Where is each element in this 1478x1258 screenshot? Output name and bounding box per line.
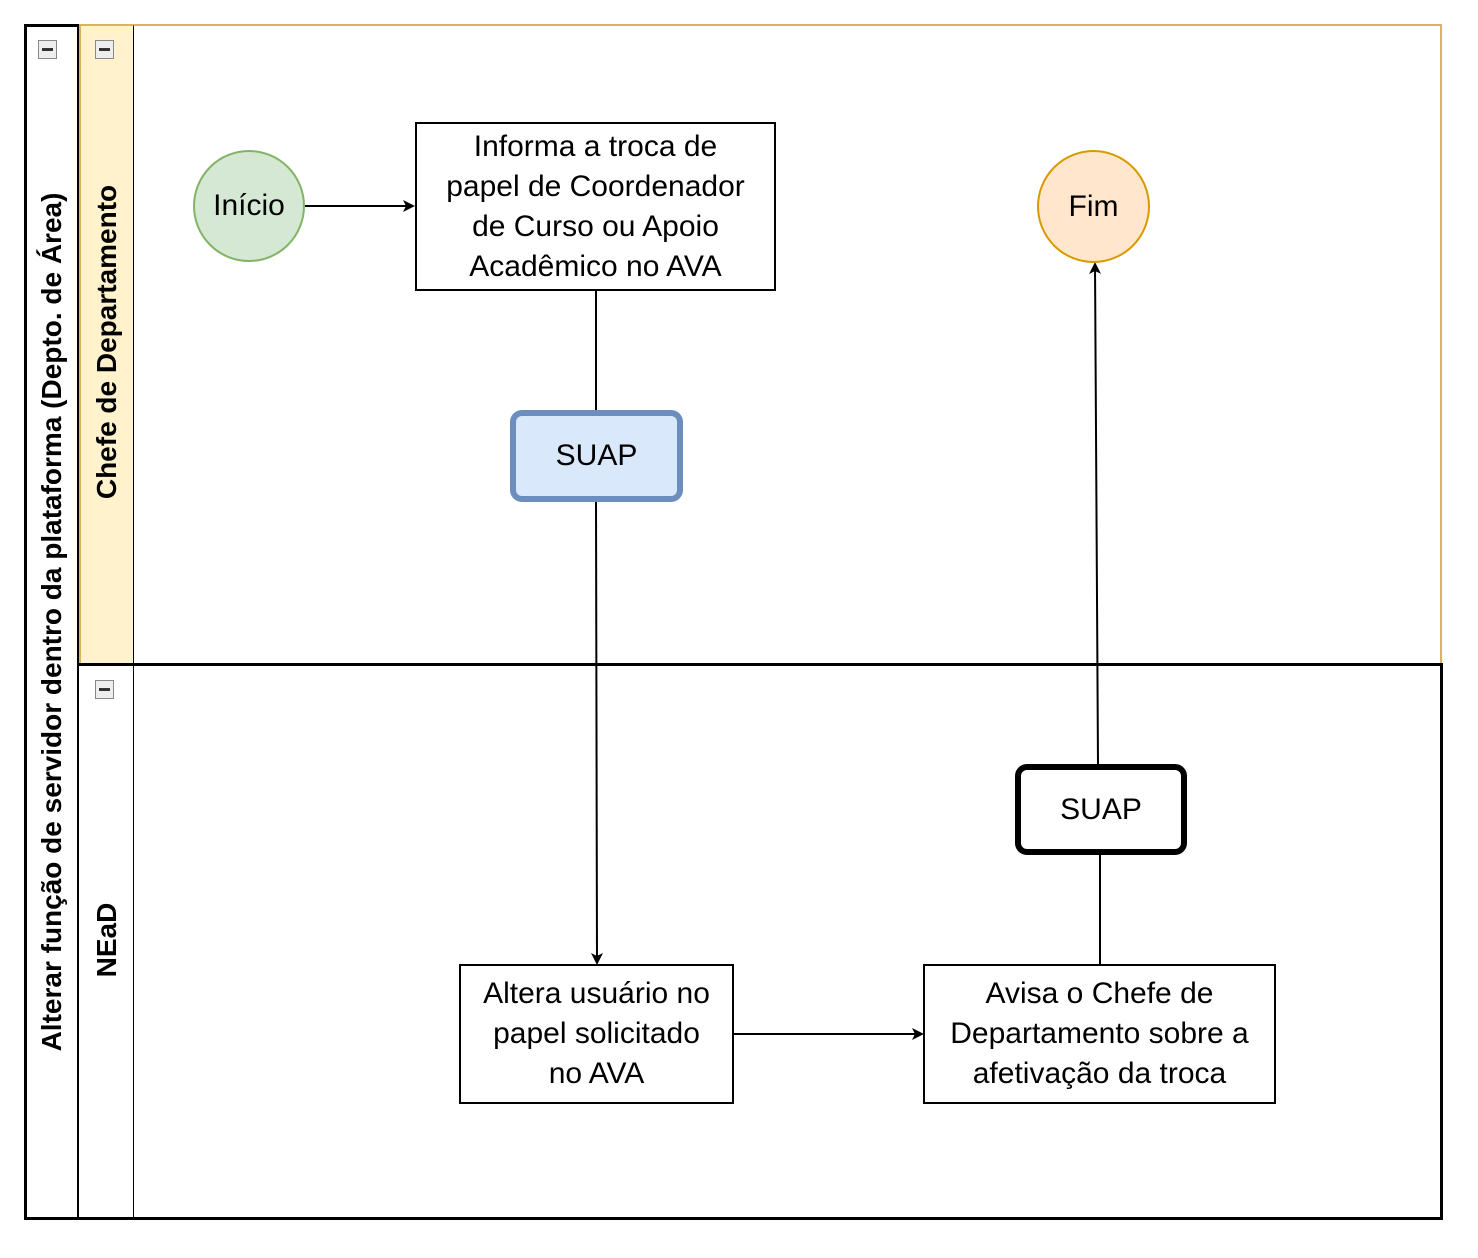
lane-nead-collapse-icon[interactable]: [95, 680, 114, 699]
start-event-label: Início: [213, 189, 285, 222]
task-notify-department-head[interactable]: Avisa o Chefe de Departamento sobre a af…: [923, 964, 1276, 1104]
pool-title-bar: [24, 24, 80, 1220]
system-suap-1-label: SUAP: [555, 439, 638, 472]
task-alter-line-3: no AVA: [548, 1057, 645, 1090]
task-inform-line-2: papel de Coordenador: [446, 169, 745, 203]
system-suap-2-label: SUAP: [1060, 792, 1142, 826]
end-event-label: Fim: [1068, 189, 1119, 223]
task-inform-role-change[interactable]: Informa a troca de papel de Coordenador …: [415, 122, 776, 291]
task-notify-line-1: Avisa o Chefe de: [985, 977, 1214, 1010]
system-suap-1[interactable]: SUAP: [510, 410, 683, 502]
task-inform-line-1: Informa a troca de: [473, 129, 718, 163]
task-inform-line-3: de Curso ou Apoio: [472, 209, 719, 243]
task-notify-line-2: Departamento sobre a: [950, 1017, 1249, 1050]
end-event[interactable]: Fim: [1037, 150, 1150, 263]
system-suap-2[interactable]: SUAP: [1015, 764, 1187, 855]
lane-chefe-header: [79, 24, 136, 665]
start-event[interactable]: Início: [193, 150, 305, 262]
task-alter-line-2: papel solicitado: [493, 1017, 700, 1050]
edge-suap1-to-alter: [590, 499, 603, 965]
pool-collapse-icon[interactable]: [38, 40, 57, 59]
lane-nead-body: [134, 663, 1443, 1220]
edge-suap2-to-end: [1089, 262, 1102, 766]
task-alter-line-1: Altera usuário no: [483, 977, 710, 1010]
lane-chefe-collapse-icon[interactable]: [95, 40, 114, 59]
task-inform-line-4: Acadêmico no AVA: [469, 249, 722, 283]
task-notify-line-3: afetivação da troca: [972, 1057, 1227, 1090]
task-alter-user-role[interactable]: Altera usuário no papel solicitado no AV…: [459, 964, 734, 1104]
